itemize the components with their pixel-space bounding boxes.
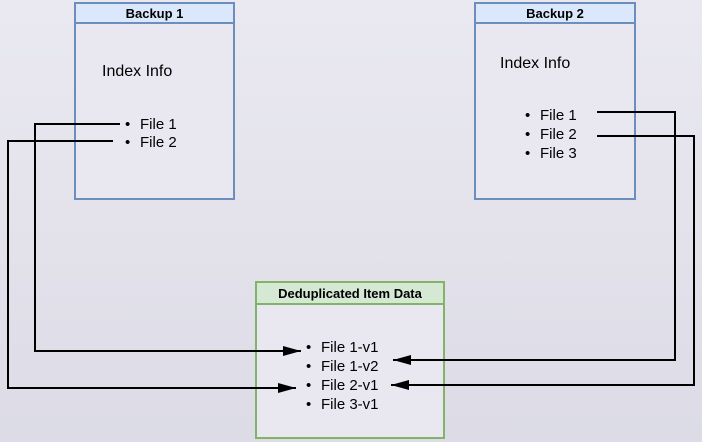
bullet-icon: • — [306, 358, 312, 375]
list-item: • File 2 — [525, 125, 577, 144]
bullet-icon: • — [306, 377, 312, 394]
list-item: • File 3 — [525, 144, 577, 163]
backup1-title: Backup 1 — [125, 5, 184, 21]
backup1-file-list: • File 1 • File 2 — [125, 115, 177, 151]
backup2-title: Backup 2 — [526, 5, 584, 21]
file-label: File 2 — [540, 126, 577, 143]
list-item: • File 1-v1 — [306, 338, 379, 357]
file-label: File 2 — [140, 133, 177, 151]
bullet-icon: • — [525, 126, 531, 143]
bullet-icon: • — [525, 145, 531, 162]
bullet-icon: • — [125, 133, 131, 151]
list-item: • File 3-v1 — [306, 395, 379, 414]
bullet-icon: • — [525, 107, 531, 124]
file-label: File 3 — [540, 145, 577, 162]
dedup-header: Deduplicated Item Data — [257, 283, 443, 305]
backup2-file-list: • File 1 • File 2 • File 3 — [525, 106, 577, 163]
bullet-icon: • — [125, 115, 131, 133]
dedup-item-label: File 3-v1 — [321, 396, 379, 413]
list-item: • File 1-v2 — [306, 357, 379, 376]
bullet-icon: • — [306, 396, 312, 413]
file-label: File 1 — [140, 115, 177, 133]
file-label: File 1 — [540, 107, 577, 124]
backup2-header: Backup 2 — [476, 4, 634, 24]
bullet-icon: • — [306, 339, 312, 356]
dedup-item-label: File 1-v2 — [321, 358, 379, 375]
dedup-title: Deduplicated Item Data — [278, 285, 422, 301]
dedup-item-list: • File 1-v1 • File 1-v2 • File 2-v1 • Fi… — [306, 338, 379, 414]
list-item: • File 2 — [125, 133, 177, 151]
backup1-header: Backup 1 — [76, 4, 233, 24]
list-item: • File 1 — [525, 106, 577, 125]
backup1-index-info-label: Index Info — [102, 63, 173, 80]
backup2-node: Backup 2 Index Info • File 1 • File 2 • … — [474, 2, 636, 200]
list-item: • File 2-v1 — [306, 376, 379, 395]
backup2-index-info-label: Index Info — [500, 55, 571, 72]
dedup-node: Deduplicated Item Data • File 1-v1 • Fil… — [255, 281, 445, 439]
list-item: • File 1 — [125, 115, 177, 133]
dedup-item-label: File 2-v1 — [321, 377, 379, 394]
backup1-node: Backup 1 Index Info • File 1 • File 2 — [74, 2, 235, 200]
dedup-item-label: File 1-v1 — [321, 339, 379, 356]
